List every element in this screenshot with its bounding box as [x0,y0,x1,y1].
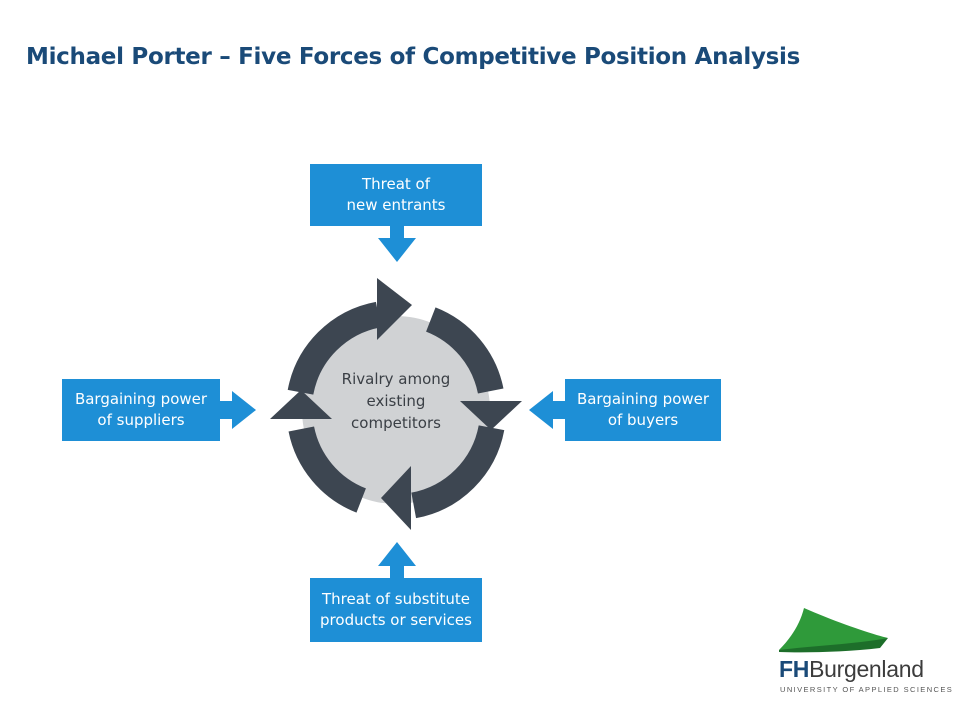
arrow-down-icon [378,226,416,262]
threat-new-entrants-box: Threat of new entrants [310,164,482,226]
logo-name-bold: FH [779,656,810,682]
university-logo-mark [779,608,888,653]
slide-title: Michael Porter – Five Forces of Competit… [26,44,800,70]
university-tagline: UNIVERSITY OF APPLIED SCIENCES [780,685,954,694]
arrow-right-icon [220,391,256,429]
supplier-power-box: Bargaining power of suppliers [62,379,220,441]
buyer-power-box: Bargaining power of buyers [565,379,721,441]
substitutes-box: Threat of substitute products or service… [310,578,482,642]
cycle-ring [287,301,505,519]
cycle-arrowhead-top [377,278,412,340]
buyer-power-label: Bargaining power of buyers [576,390,710,429]
logo-name-rest: Burgenland [809,656,924,682]
rivalry-disc [302,316,490,504]
threat-new-entrants-label: Threat of new entrants [346,175,446,214]
cycle-arrowheads [270,278,522,530]
university-logo-name: FHBurgenland [779,656,924,683]
cycle-arrowhead-bottom [381,466,411,530]
cycle-arrowhead-left [270,390,332,419]
arrow-left-icon [529,391,565,429]
supplier-power-label: Bargaining power of suppliers [74,390,208,429]
substitutes-label: Threat of substitute products or service… [320,590,472,629]
arrow-up-icon [378,542,416,578]
cycle-arrowhead-right [460,401,522,430]
rivalry-label: Rivalry among existing competitors [341,370,451,432]
